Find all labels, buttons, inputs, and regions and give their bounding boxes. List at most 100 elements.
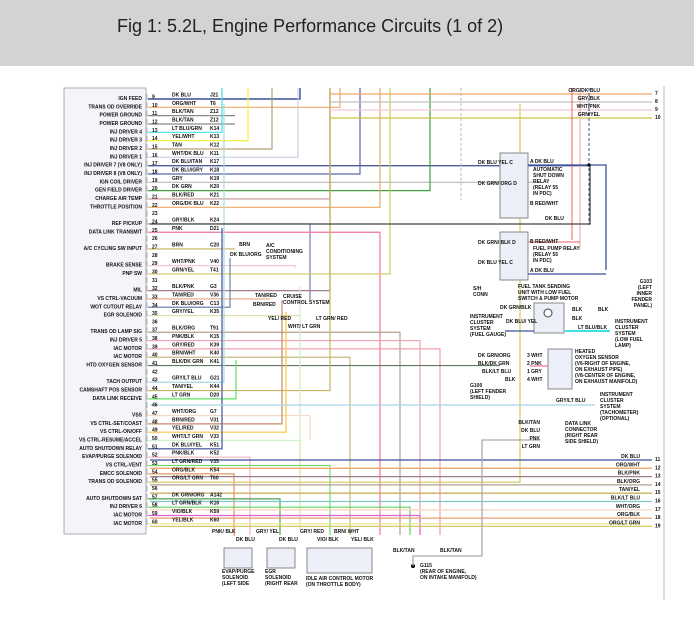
pcm-pin-label: TRANS OD LAMP SIG [90,329,142,335]
asd-relay-label: AUTOMATIC [533,167,563,173]
wire-color-label: GRY/RED [172,342,195,348]
pcm-pin-number: 28 [152,253,158,259]
pcm-pin-number: 29 [152,261,158,267]
circuit-id: K19 [210,176,219,182]
circuit-id: D20 [210,392,219,398]
iac-motor-label: IDLE AIR CONTROL MOTOR [306,576,374,582]
egr-solenoid-label: EGR [265,569,276,575]
g100-ground-label: (LEFT FENDER [470,389,506,395]
ground-wire [412,439,540,566]
circuit-id: Z12 [210,117,219,123]
wire-color-label: BRN/WHT [172,351,196,357]
right-connector-pin: 8 [655,99,658,105]
pcm-pin-number: 30 [152,269,158,275]
circuit-id: J21 [210,93,219,99]
ac-system-label: SYSTEM [266,255,287,261]
pcm-pin-label: WOT CUTOUT RELAY [90,304,142,310]
figure-title: Fig 1: 5.2L, Engine Performance Circuits… [117,16,504,36]
wire-color-label: WHT/DK BLU [172,151,204,157]
circuit-id: K22 [210,201,219,207]
ho2s-box [547,348,573,390]
pcm-pin-label: IAC MOTOR [113,346,142,352]
wire-color-label: VIO/BLK [172,509,193,515]
wire-color-label: DK GRN/ORG [172,492,205,498]
ho2s-label: ON EXHAUST PIPE) [575,367,623,373]
wire-pin-40 [148,356,351,535]
circuit-id: K44 [210,384,219,390]
wire-pin-18 [148,88,361,175]
pcm-pin-number: 57 [152,494,158,500]
circuit-id: K16 [210,501,219,507]
right-wire-label: GRY/BLK [578,96,601,102]
iac-wire-label: YEL/ BLK [351,537,374,543]
pcm-pin-number: 38 [152,336,158,342]
pcm-pin-number: 34 [152,303,158,309]
fuel-pump-relay-label: FUEL PUMP RELAY [533,246,580,252]
circuit-id: K20 [210,184,219,190]
pcm-pin-number: 15 [152,144,158,150]
dlc-label: CONNECTOR [565,427,598,433]
circuit-id: V35 [210,459,219,465]
right-connector-pin: 7 [655,91,658,97]
asd-pin-label: DK GRN/ ORG D [478,181,517,187]
pcm-pin-number: 40 [152,353,158,359]
wire-pin-15 [148,88,273,150]
circuit-id: K52 [210,451,219,457]
circuit-id: K24 [210,217,219,223]
wire-pin-52 [148,456,251,535]
wires-layer [146,88,652,574]
pcm-pin-number: 44 [152,386,158,392]
right-connector-pin: 18 [655,515,661,521]
circuit-id: G7 [210,409,217,415]
wire-color-label: TAN/RED [172,292,194,298]
fuel-tank-label: FUEL TANK SENDING [518,284,570,290]
iac-motor-label: (ON THROTTLE BODY) [306,582,361,588]
pcm-pin-label: IAC MOTOR [113,354,142,360]
wire-color-label: ORG/DK BLU [172,201,204,207]
asd-relay-label: IN PDC) [533,191,552,197]
wire-color-label: LT GRN/RED [172,459,203,465]
wire-pin-34 [148,258,231,308]
pcm-pin-number: 51 [152,444,158,450]
circuit-id: K59 [210,509,219,515]
wire-pin-39 [148,348,441,535]
cluster-fuel-gauge-label: CLUSTER [470,320,494,326]
circuit-id: T6 [210,101,216,107]
wire-pin-37 [148,331,401,535]
pcm-pin-label: TRANS OD SOLENOID [88,479,142,485]
wire-color-label: DK BLU/GRY [172,167,204,173]
pcm-pin-label: TRANS OD OVERRIDE [88,104,142,110]
g103-ground-label: G103 [640,279,652,285]
wire-pin-14 [148,88,249,142]
wire-pin-16 [148,88,299,158]
wire-pin-59 [148,514,421,535]
wire-color-label: WHT/ORG [172,409,196,415]
dlc-label: SIDE SHIELD) [565,439,598,445]
circuit-id: D21 [210,226,219,232]
ho2s-label: HEATED [575,349,596,355]
pcm-pin-label: DATA LINK TRANSMIT [89,229,142,235]
wire-pin-50 [148,286,301,442]
wire-color-label: DK BLU [172,93,191,99]
evap-wire-label: DK BLU [236,537,255,543]
wire-color-label: BLK/TAN [172,117,194,123]
circuit-id: A142 [210,492,222,498]
pcm-pin-number: 32 [152,286,158,292]
circuit-id: C20 [210,242,219,248]
wire-pin-43 [148,104,225,383]
pcm-pin-label: EGR SOLENOID [104,313,143,319]
circuit-id: V33 [210,434,219,440]
egr-wire-label: DK BLU [279,537,298,543]
evap-solenoid-box [223,547,253,569]
g115-wire-label: BLK/TAN [393,548,415,554]
pcm-pin-number: 21 [152,194,158,200]
wire-pin-38 [148,339,421,535]
circuit-id: K41 [210,359,219,365]
cruise-wire-label: TAN/RED [255,293,277,299]
asd-pin-label: A DK BLU [530,159,554,165]
ho2s-pin-label: 4 WHT [527,377,543,383]
wire-color-label: WHT/PNK [172,259,196,265]
right-wire-label: GRN/YEL [578,112,600,118]
wire-color-label: GRY/BLK [172,217,195,223]
